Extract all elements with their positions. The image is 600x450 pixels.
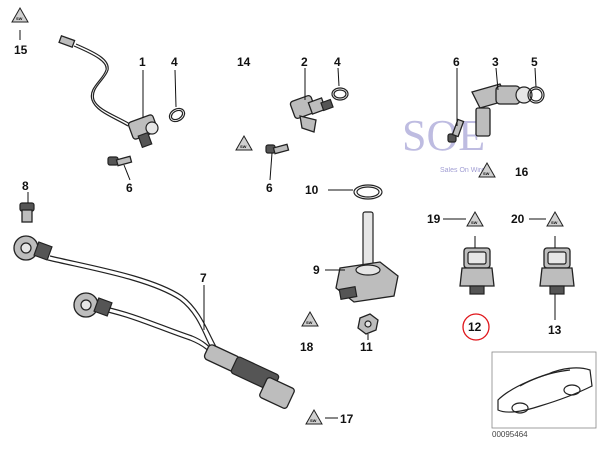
svg-text:SW: SW — [16, 16, 23, 21]
part-number-labels: 15 1 4 6 14 2 4 6 6 3 5 16 8 10 7 9 18 1… — [14, 43, 562, 426]
leader-lines — [19, 30, 556, 419]
part-label-20: 20 — [511, 212, 525, 226]
part-6-bolt-a — [107, 155, 133, 167]
part-6-bolt-c — [447, 118, 465, 143]
svg-text:SW: SW — [551, 220, 558, 225]
svg-text:SW: SW — [240, 144, 247, 149]
watermark-logo: SOE — [402, 111, 485, 160]
highlight-circle — [462, 313, 490, 341]
part-13-pressure-sensor — [539, 247, 575, 295]
svg-text:SW: SW — [310, 418, 317, 423]
warning-triangles: SW SW SW SW SW SW SW — [11, 6, 564, 425]
part-label-6c: 6 — [453, 55, 460, 69]
part-2-sensor — [289, 94, 334, 133]
part-label-9: 9 — [313, 263, 320, 277]
warning-triangle-icon: SW — [11, 6, 29, 23]
part-3-sensor — [471, 83, 533, 137]
part-label-13: 13 — [548, 323, 562, 337]
warning-triangle-icon: SW — [305, 408, 323, 425]
part-9-level-sensor — [335, 211, 399, 303]
part-label-6a: 6 — [126, 181, 133, 195]
part-label-3: 3 — [492, 55, 499, 69]
warning-triangle-icon: SW — [301, 310, 319, 327]
part-label-6b: 6 — [266, 181, 273, 195]
svg-text:SW: SW — [471, 220, 478, 225]
part-label-11: 11 — [360, 340, 373, 354]
part-10-oring — [353, 184, 383, 200]
part-label-8: 8 — [22, 179, 29, 193]
part-label-5: 5 — [531, 55, 538, 69]
part-12-pressure-sensor — [459, 247, 495, 295]
part-label-14: 15 — [14, 43, 28, 57]
vehicle-inset: 00095464 — [491, 351, 597, 439]
warning-triangle-icon: SW — [235, 134, 253, 151]
warning-triangle-icon: SW — [546, 210, 564, 227]
part-11-nut — [357, 313, 379, 335]
part-label-17: 17 — [340, 412, 354, 426]
part-4-oring-b — [331, 87, 349, 101]
svg-text:SW: SW — [483, 171, 490, 176]
part-1-sensor-with-wire — [58, 34, 159, 149]
watermark-subtext: Sales On Wire — [440, 167, 485, 174]
part-6-bolt-b — [265, 143, 290, 155]
part-label-7: 7 — [200, 271, 207, 285]
part-label-12-highlighted: 12 — [468, 320, 482, 334]
part-label-4b: 4 — [334, 55, 341, 69]
part-7-harness — [13, 235, 295, 409]
part-label-2: 2 — [301, 55, 308, 69]
part-label-10: 10 — [305, 183, 319, 197]
part-label-15: 14 — [237, 55, 251, 69]
part-label-19: 19 — [427, 212, 441, 226]
warning-triangle-icon: SW — [478, 161, 496, 178]
warning-triangle-icon: SW — [466, 210, 484, 227]
svg-text:SW: SW — [306, 320, 313, 325]
part-label-18: 18 — [300, 340, 314, 354]
part-5-oring — [527, 86, 545, 104]
part-label-1: 1 — [139, 55, 146, 69]
part-8-bolt — [19, 202, 35, 223]
part-label-4a: 4 — [171, 55, 178, 69]
part-label-16: 16 — [515, 165, 529, 179]
watermark: SOE Sales On Wire — [402, 111, 485, 174]
inset-doc-id: 00095464 — [492, 430, 528, 439]
part-4-oring-a — [168, 107, 186, 123]
